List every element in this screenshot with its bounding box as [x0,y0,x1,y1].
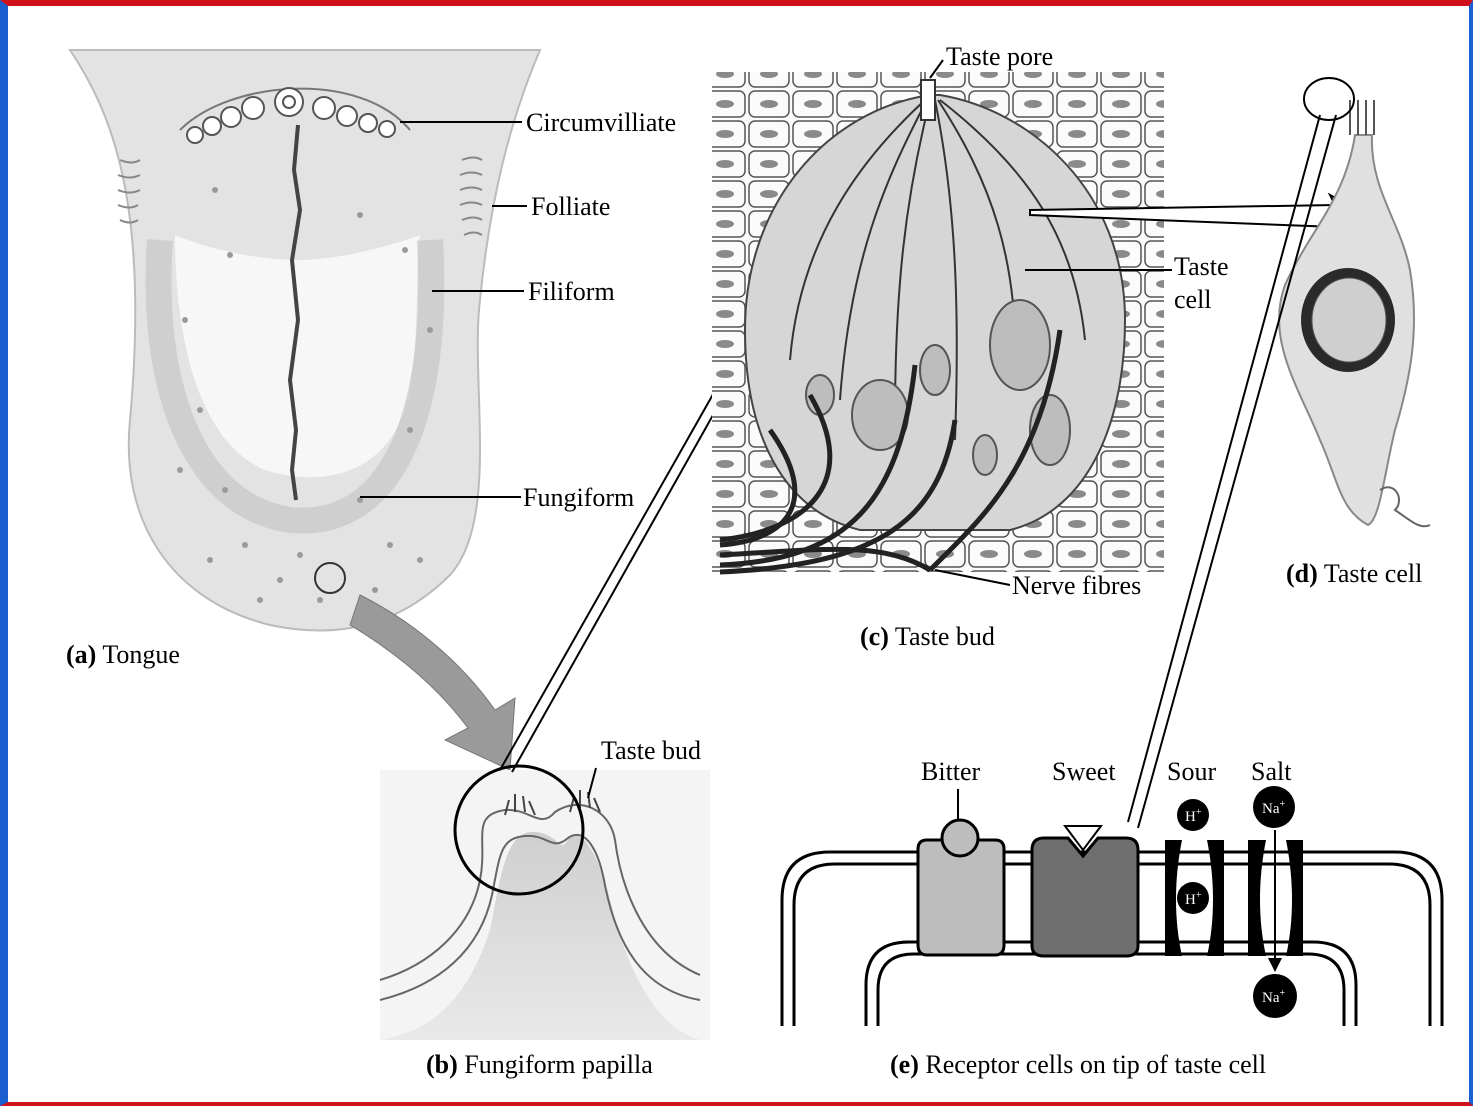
caption-c: (c) Taste bud [860,622,995,651]
taste-cell-nerve-ending [1380,487,1430,526]
label-taste-bud: Taste bud [601,736,701,765]
zoom-arrow-a-to-b [350,595,515,770]
label-bitter: Bitter [921,757,981,786]
caption-a-text: Tongue [102,640,180,669]
caption-a-letter: (a) [66,640,96,669]
label-sweet: Sweet [1052,757,1116,786]
caption-d: (d) Taste cell [1286,559,1422,588]
ion-h-inside-channel: H+ [1177,882,1209,914]
label-filiform: Filiform [528,277,615,306]
taste-bud-panel: Taste pore Taste cell Nerve fibres (c) T… [712,42,1229,651]
label-taste-cell-line1: Taste [1174,252,1229,281]
caption-b-text: Fungiform papilla [464,1050,653,1079]
label-folliate: Folliate [531,192,610,221]
taste-cell-tip-circle [1304,78,1354,120]
caption-d-letter: (d) [1286,559,1318,588]
taste-cell-panel: (d) Taste cell [1279,78,1430,588]
label-taste-pore: Taste pore [946,42,1053,71]
label-salt: Salt [1251,757,1292,786]
receptor-panel: H+ H+ Na+ Na+ Bitter Sweet Sour Salt (e)… [782,757,1442,1079]
caption-b: (b) Fungiform papilla [426,1050,653,1079]
bitter-ligand [942,820,978,856]
bitter-receptor [918,820,1004,955]
label-sour: Sour [1167,757,1216,786]
sweet-receptor [1032,826,1138,956]
caption-d-text: Taste cell [1324,559,1423,588]
label-nerve-fibres: Nerve fibres [1012,571,1141,600]
ion-na-bottom: Na+ [1253,974,1297,1018]
na-flow-arrowhead [1268,958,1282,972]
caption-a: (a) Tongue [66,640,180,669]
leader-nerve-fibres [935,570,1010,585]
taste-pore-channel [921,80,935,120]
caption-e: (e) Receptor cells on tip of taste cell [890,1050,1266,1079]
label-taste-cell-line2: cell [1174,285,1212,314]
caption-b-letter: (b) [426,1050,458,1079]
label-circumvilliate: Circumvilliate [526,108,676,137]
ion-h-top: H+ [1177,799,1209,831]
ion-na-top: Na+ [1253,786,1295,828]
papilla-panel: Taste bud (b) Fungiform papilla [380,736,710,1079]
caption-e-text: Receptor cells on tip of taste cell [925,1050,1266,1079]
zoom-lines-b-to-c [500,382,726,772]
caption-c-letter: (c) [860,622,889,651]
taste-cell-nucleolus [1312,278,1386,362]
tongue-panel: Circumvilliate Folliate Filiform Fungifo… [66,50,676,669]
caption-e-letter: (e) [890,1050,919,1079]
label-fungiform: Fungiform [523,483,634,512]
caption-c-text: Taste bud [895,622,995,651]
